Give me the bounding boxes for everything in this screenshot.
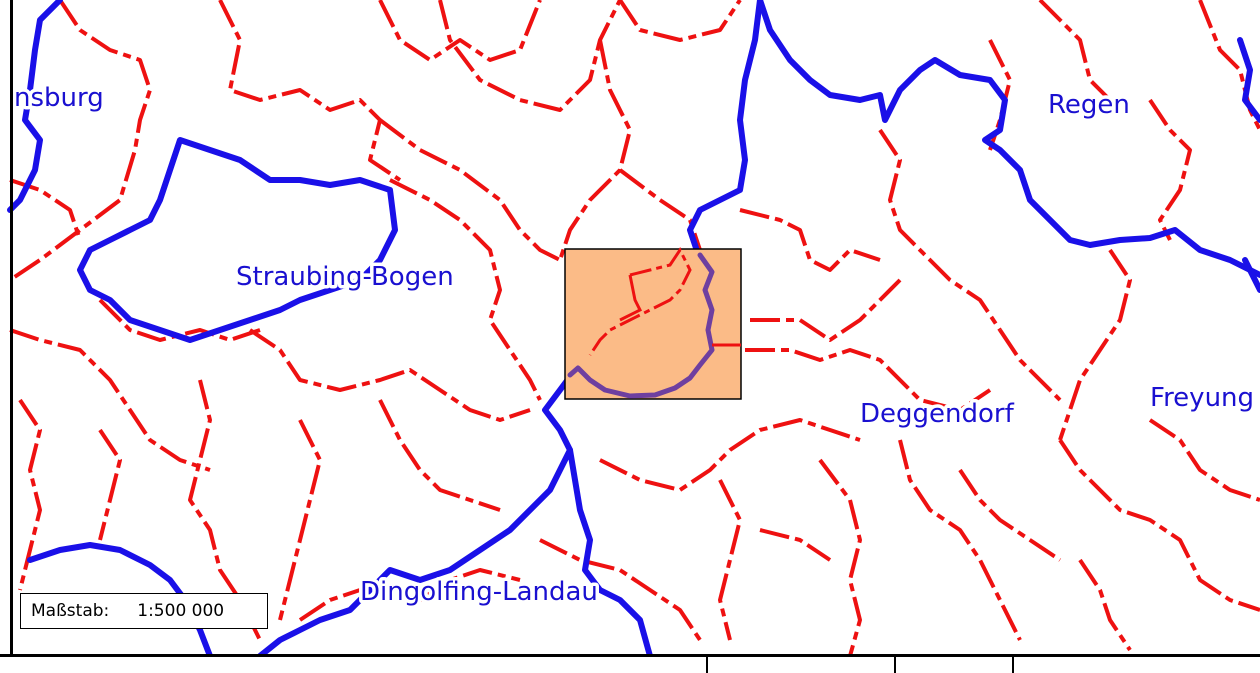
- highlight-municipality-border-2: [619, 274, 643, 322]
- footer-cell-divider-2: [894, 657, 896, 673]
- district-labels: nsburg Regen Straubing-Bogen Deggendorf …: [11, 80, 1258, 611]
- scale-value: 1:500 000: [137, 601, 225, 621]
- footer-cell-divider-3: [1012, 657, 1014, 673]
- scale-label: Maßstab:: [31, 601, 110, 621]
- highlight-area[interactable]: [564, 247, 742, 400]
- municipality-borders: [8, 0, 1260, 657]
- label-dingolfing-landau: Dingolfing-Landau: [360, 577, 598, 607]
- label-straubing-bogen: Straubing-Bogen: [236, 262, 454, 292]
- highlighted-district-border: [567, 252, 715, 399]
- highlight-rectangle[interactable]: [564, 248, 742, 400]
- label-freyung: Freyung: [1150, 383, 1254, 413]
- footer-table: [0, 654, 1260, 673]
- label-deggendorf: Deggendorf: [860, 399, 1015, 429]
- scale-box: Maßstab: 1:500 000: [20, 593, 268, 629]
- district-borders: [7, 0, 1260, 659]
- footer-cell-divider-1: [706, 657, 708, 673]
- label-regensburg: nsburg: [14, 83, 104, 113]
- label-regen: Regen: [1048, 90, 1130, 120]
- map-left-border: [10, 0, 13, 656]
